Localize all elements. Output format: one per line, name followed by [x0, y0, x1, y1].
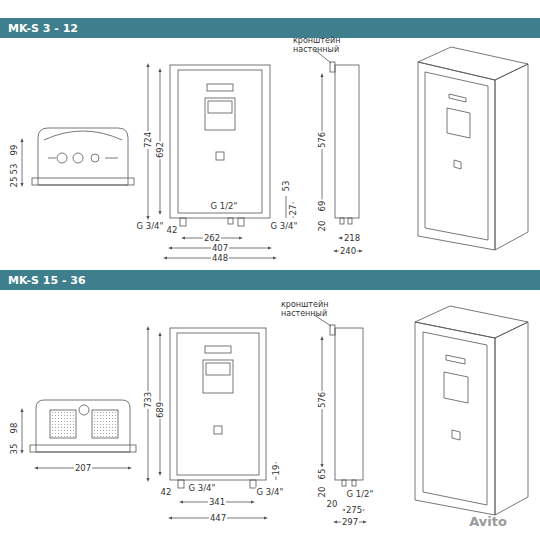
dimension-value: 733: [143, 391, 153, 409]
dimension-value: 20: [326, 499, 339, 509]
dimension-value: 69: [317, 200, 327, 213]
dimension-value: G 3/4": [256, 487, 285, 497]
dimension-value: 42: [166, 225, 179, 235]
dimension-value: 576: [317, 391, 327, 409]
dimension-value: 262: [203, 233, 221, 243]
callout-note: кронштейн настенный: [292, 36, 356, 54]
dimension-value: 576: [317, 131, 327, 149]
dimension-value: G 3/4": [188, 483, 217, 493]
dimension-value: 297: [341, 517, 359, 527]
watermark: Avito: [468, 517, 508, 527]
header-title: MK-S 3 - 12: [8, 22, 78, 35]
header-title: MK-S 15 - 36: [8, 274, 86, 287]
dimension-value: 407: [211, 243, 229, 253]
header-band: MK-S 15 - 36: [0, 270, 540, 290]
dimension-value: G 3/4": [270, 221, 299, 231]
dimension-value: 99: [9, 144, 19, 157]
dimension-value: G 1/2": [210, 201, 239, 211]
dimension-value: 448: [211, 253, 229, 263]
dimension-value: 98: [9, 422, 19, 435]
dimension-value: 35: [9, 443, 19, 456]
dimension-value: 25: [9, 176, 19, 189]
dimension-value: 42: [160, 487, 173, 497]
dimension-value: 20: [317, 486, 327, 499]
dimension-value: G 3/4": [136, 221, 165, 231]
dimension-value: 275: [345, 505, 363, 515]
header-band: MK-S 3 - 12: [0, 18, 540, 38]
dimension-value: 65: [317, 468, 327, 481]
dimension-value: 20: [317, 220, 327, 233]
dimension-value: 19: [271, 464, 281, 477]
dimension-value: 218: [343, 233, 361, 243]
dimension-value: 53: [9, 163, 19, 176]
dimension-value: 689: [155, 401, 165, 419]
dimension-value: G 1/2": [346, 489, 375, 499]
dimension-value: 53: [281, 180, 291, 193]
dimension-value: 207: [74, 463, 92, 473]
dimension-value: 692: [155, 141, 165, 159]
dimension-value: 240: [339, 246, 357, 256]
dimension-value: 341: [208, 497, 226, 507]
dimension-value: 447: [209, 513, 227, 523]
dimension-value: 724: [143, 131, 153, 149]
callout-note: кронштейн настенный: [280, 300, 344, 318]
dimension-value: 27: [288, 204, 298, 217]
